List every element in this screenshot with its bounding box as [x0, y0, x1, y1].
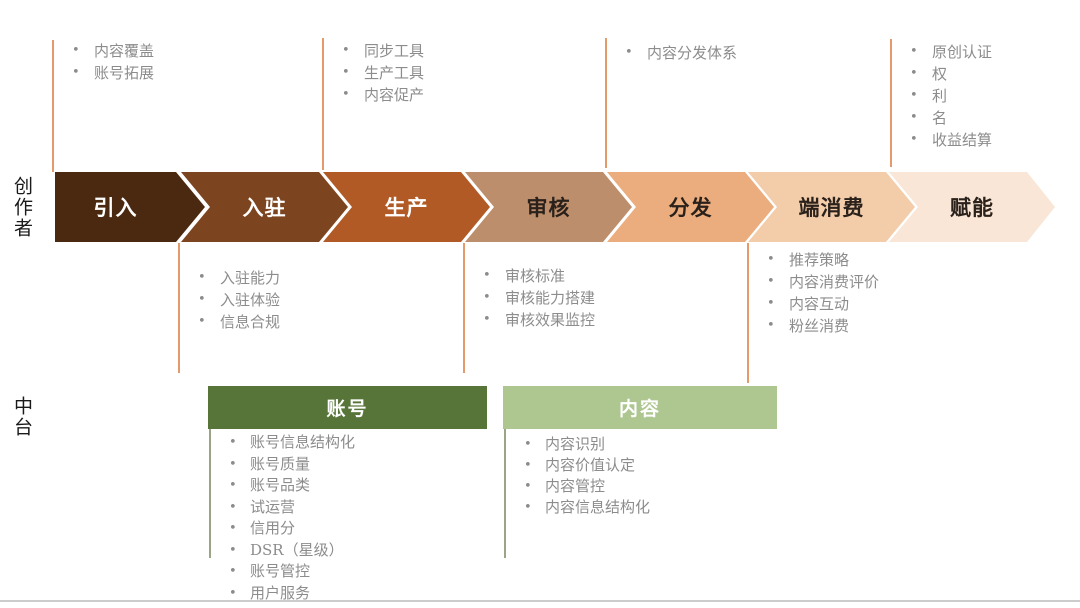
callout-bottom-2-list: 审核标准审核能力搭建审核效果监控: [481, 265, 595, 331]
bullet-item: 原创认证: [908, 41, 992, 63]
platform-box-content-list: 内容识别内容价值认定内容管控内容信息结构化: [522, 434, 650, 518]
stage-label: 生产: [384, 197, 429, 220]
platform-box-title: 账号: [326, 399, 369, 420]
bullet-item: DSR（星级）: [227, 540, 355, 562]
bullet-item: 审核标准: [481, 265, 595, 287]
bullet-item: 内容信息结构化: [522, 497, 650, 518]
callout-connector-line: [747, 243, 749, 383]
callout-connector-line: [890, 39, 892, 167]
callout-connector-line: [605, 38, 607, 168]
bullet-item: 信用分: [227, 518, 355, 540]
bullet-item: 生产工具: [340, 62, 424, 84]
platform-box-account-header: 账号: [208, 386, 487, 429]
bullet-item: 内容分发体系: [623, 42, 737, 64]
callout-connector-line: [178, 243, 180, 373]
bullet-item: 试运营: [227, 497, 355, 519]
platform-box-content-body: 内容识别内容价值认定内容管控内容信息结构化: [504, 429, 778, 558]
bullet-item: 账号拓展: [70, 62, 154, 84]
callout-top-4-list: 原创认证权利名收益结算: [908, 41, 992, 151]
bullet-item: 账号信息结构化: [227, 432, 355, 454]
bullet-item: 内容覆盖: [70, 40, 154, 62]
callout-top-2-list: 同步工具生产工具内容促产: [340, 40, 424, 106]
platform-box-title: 内容: [618, 399, 661, 420]
bullet-item: 内容识别: [522, 434, 650, 455]
callout-top-1-list: 内容覆盖账号拓展: [70, 40, 154, 84]
bullet-item: 入驻体验: [196, 289, 280, 311]
bullet-item: 入驻能力: [196, 267, 280, 289]
bullet-item: 信息合规: [196, 311, 280, 333]
stage-label: 分发: [668, 197, 713, 220]
callout-top-3-list: 内容分发体系: [623, 42, 737, 64]
bullet-item: 账号质量: [227, 454, 355, 476]
bullet-item: 审核能力搭建: [481, 287, 595, 309]
callout-bottom-3-list: 推荐策略内容消费评价内容互动粉丝消费: [765, 249, 879, 337]
stage-arrow-4: 审核: [465, 172, 632, 242]
bullet-item: 内容促产: [340, 84, 424, 106]
stage-arrow-1: 引入: [55, 172, 205, 242]
bullet-item: 账号管控: [227, 561, 355, 583]
stage-label: 赋能: [950, 197, 994, 220]
bullet-item: 权: [908, 63, 992, 85]
callout-connector-line: [322, 38, 324, 170]
bullet-item: 内容价值认定: [522, 455, 650, 476]
bullet-item: 推荐策略: [765, 249, 879, 271]
platform-box-content-header: 内容: [503, 386, 777, 429]
stage-label: 端消费: [798, 197, 865, 220]
bullet-item: 收益结算: [908, 129, 992, 151]
bullet-item: 粉丝消费: [765, 315, 879, 337]
page-bottom-rule: [0, 600, 1080, 602]
callout-connector-line: [463, 243, 465, 373]
bullet-item: 内容消费评价: [765, 271, 879, 293]
bullet-item: 同步工具: [340, 40, 424, 62]
bullet-item: 内容管控: [522, 476, 650, 497]
stage-label: 入驻: [242, 197, 287, 220]
creator-row-label: 创作者: [11, 176, 32, 239]
callout-connector-line: [52, 40, 54, 172]
box-left-rule: [504, 429, 506, 558]
stage-arrow-2: 入驻: [181, 172, 348, 242]
bullet-item: 账号品类: [227, 475, 355, 497]
stage-arrow-5: 分发: [607, 172, 774, 242]
callout-bottom-1-list: 入驻能力入驻体验信息合规: [196, 267, 280, 333]
box-left-rule: [209, 429, 211, 558]
bullet-item: 审核效果监控: [481, 309, 595, 331]
stage-label: 引入: [93, 197, 138, 220]
stage-arrow-3: 生产: [323, 172, 490, 242]
bullet-item: 利: [908, 85, 992, 107]
bullet-item: 内容互动: [765, 293, 879, 315]
platform-row-label: 中台: [11, 396, 32, 438]
platform-box-account-list: 账号信息结构化账号质量账号品类试运营信用分DSR（星级）账号管控用户服务: [227, 432, 355, 604]
platform-box-account-body: 账号信息结构化账号质量账号品类试运营信用分DSR（星级）账号管控用户服务: [209, 429, 488, 604]
stage-label: 审核: [526, 197, 571, 220]
bullet-item: 用户服务: [227, 583, 355, 605]
bullet-item: 名: [908, 107, 992, 129]
